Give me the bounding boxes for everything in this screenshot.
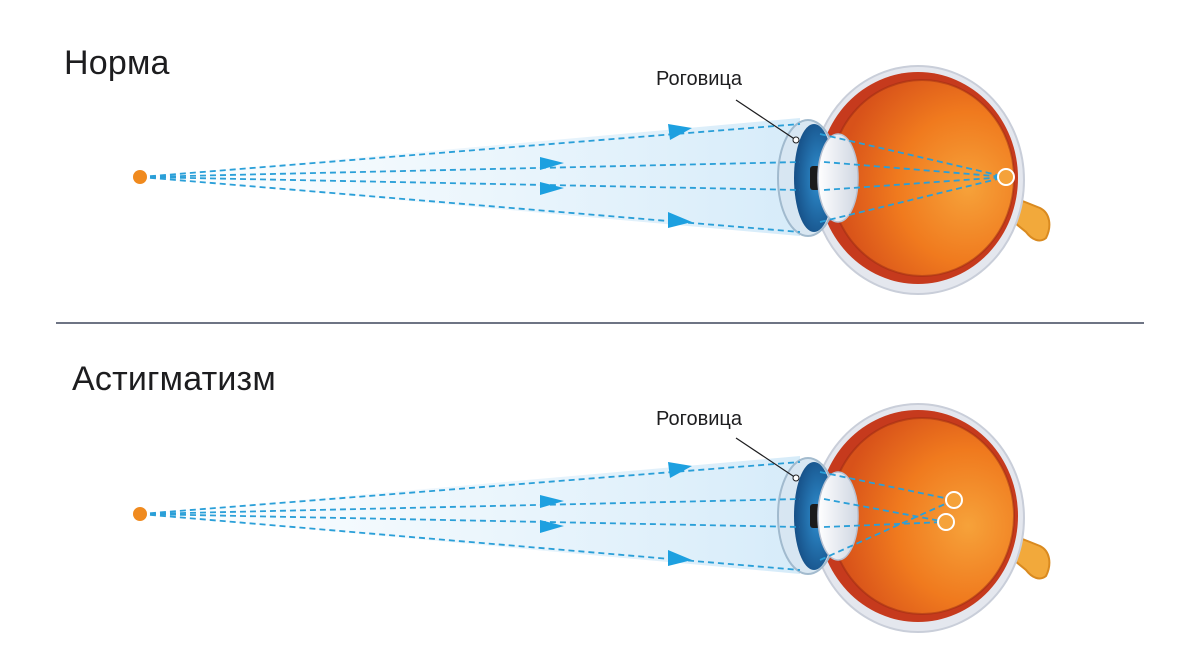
section-divider [56,322,1144,324]
ray-2 [139,161,801,178]
ray-in-1 [819,471,955,501]
ray-in-2 [823,161,1007,178]
ray-in-4 [819,176,1007,223]
ray-in-4 [819,499,955,561]
refracted-rays [819,471,955,561]
focal-point [997,168,1015,186]
light-cone [140,118,800,236]
ray-in-2 [823,498,947,523]
ray-in-3 [823,521,947,528]
normal-vision-diagram [133,65,1051,295]
ray-in-3 [823,176,1007,191]
lens [817,133,859,223]
arrow-1 [668,462,692,478]
ray-in-1 [819,133,1007,178]
arrow-3 [540,520,564,533]
eye [777,403,1051,633]
incoming-rays [139,123,801,233]
ray-2 [139,498,801,515]
eyeball-inner [830,80,1014,276]
title-normal: Норма [64,44,170,82]
ray-3 [139,513,801,528]
refracted-rays [819,133,1007,223]
lens [817,471,859,561]
ray-1 [139,461,801,515]
object-point [133,507,147,521]
incoming-rays [139,461,801,571]
eye [777,65,1051,295]
cornea-pointer [735,99,797,141]
arrow-1 [668,124,692,140]
arrow-2 [540,495,564,508]
arrow-4 [668,212,692,228]
light-cone [140,456,800,574]
arrow-2 [540,157,564,170]
title-astigmatism: Астигматизм [72,360,276,398]
arrowheads [540,124,692,228]
ray-4 [139,513,801,571]
ray-1 [139,123,801,178]
arrow-3 [540,182,564,195]
ray-4 [139,176,801,233]
cornea-pointer [735,437,797,479]
arrowheads [540,462,692,566]
cornea-pointer-dot [792,474,800,482]
arrow-4 [668,550,692,566]
cornea-pointer-dot [792,136,800,144]
focal-point-2 [937,513,955,531]
eyeball-inner [830,418,1014,614]
focal-point-1 [945,491,963,509]
cornea-label-normal: Роговица [656,68,742,90]
ray-3 [139,176,801,191]
cornea-label-astigmatism: Роговица [656,408,742,430]
object-point [133,170,147,184]
astigmatism-diagram [133,403,1051,633]
